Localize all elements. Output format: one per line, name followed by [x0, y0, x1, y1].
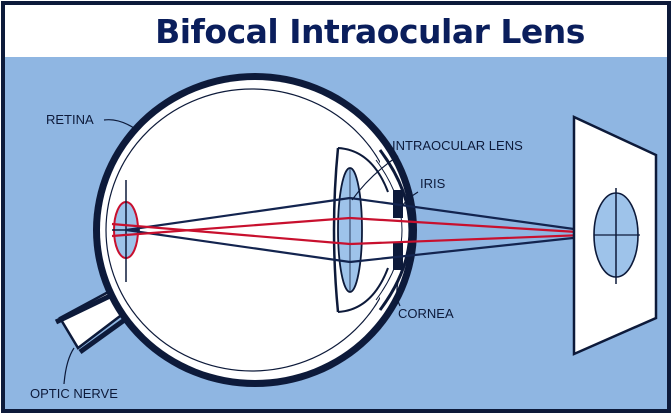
diagram-title: Bifocal Intraocular Lens [155, 12, 585, 51]
optic-nerve-label: OPTIC NERVE [30, 386, 118, 401]
object-card [574, 117, 656, 354]
iris-label: IRIS [420, 176, 446, 191]
retina-label: RETINA [46, 112, 94, 127]
intraocular-lens-label: INTRAOCULAR LENS [392, 138, 523, 153]
cornea-label: CORNEA [398, 306, 454, 321]
eyeball [100, 80, 410, 380]
